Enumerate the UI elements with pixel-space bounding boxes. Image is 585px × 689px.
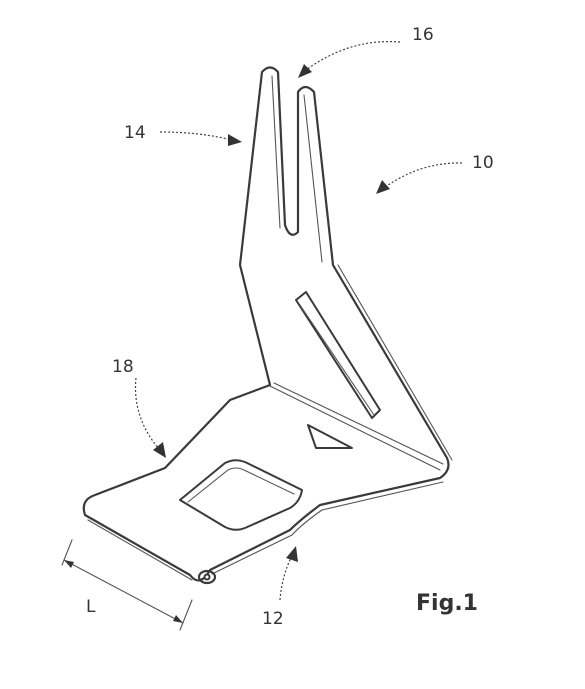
arrow-10: [376, 180, 390, 194]
ref-10: 10: [376, 153, 494, 194]
label-12: 12: [262, 609, 284, 629]
arrow-14: [228, 134, 242, 146]
arrow-16: [298, 64, 312, 78]
leader-16: [305, 40, 401, 71]
thickness-edge-right: [337, 264, 453, 461]
slot-inner-edge: [271, 75, 323, 263]
bend-line-upper: [269, 385, 441, 471]
ref-14: 14: [124, 123, 242, 146]
thickness-edge-bottom: [211, 481, 444, 575]
ref-16: 16: [298, 25, 434, 78]
dim-arrow-left: [64, 560, 74, 568]
leader-14: [159, 131, 233, 141]
bracket-outline: [82, 66, 450, 582]
base-cutout: [179, 459, 303, 531]
dim-arrow-right: [173, 615, 183, 623]
dim-extension-right: [179, 599, 193, 631]
arrow-12: [286, 546, 298, 562]
hinge-bore: [203, 573, 211, 581]
label-18: 18: [112, 357, 134, 377]
figure-caption: Fig.1: [416, 591, 478, 616]
label-16: 16: [412, 25, 434, 45]
label-10: 10: [472, 153, 494, 173]
label-14: 14: [124, 123, 146, 143]
hinge-end: [197, 569, 217, 585]
upper-cutout-depth: [299, 304, 375, 416]
bend-line-lower: [273, 382, 444, 465]
arrow-18: [153, 442, 166, 458]
dim-line: [63, 559, 184, 624]
ref-18: 18: [112, 357, 166, 458]
leader-18: [134, 377, 161, 451]
dimension-L: L: [61, 539, 193, 631]
thickness-edge-front: [87, 519, 193, 581]
leader-12: [279, 555, 293, 601]
bracket-part: [82, 66, 453, 585]
upper-cutout: [295, 291, 381, 419]
dim-extension-left: [61, 539, 73, 566]
triangle-cutout: [307, 424, 353, 449]
leader-10: [383, 162, 463, 189]
ref-12: 12: [262, 546, 298, 629]
label-L: L: [86, 597, 96, 617]
base-cutout-depth: [187, 467, 295, 503]
